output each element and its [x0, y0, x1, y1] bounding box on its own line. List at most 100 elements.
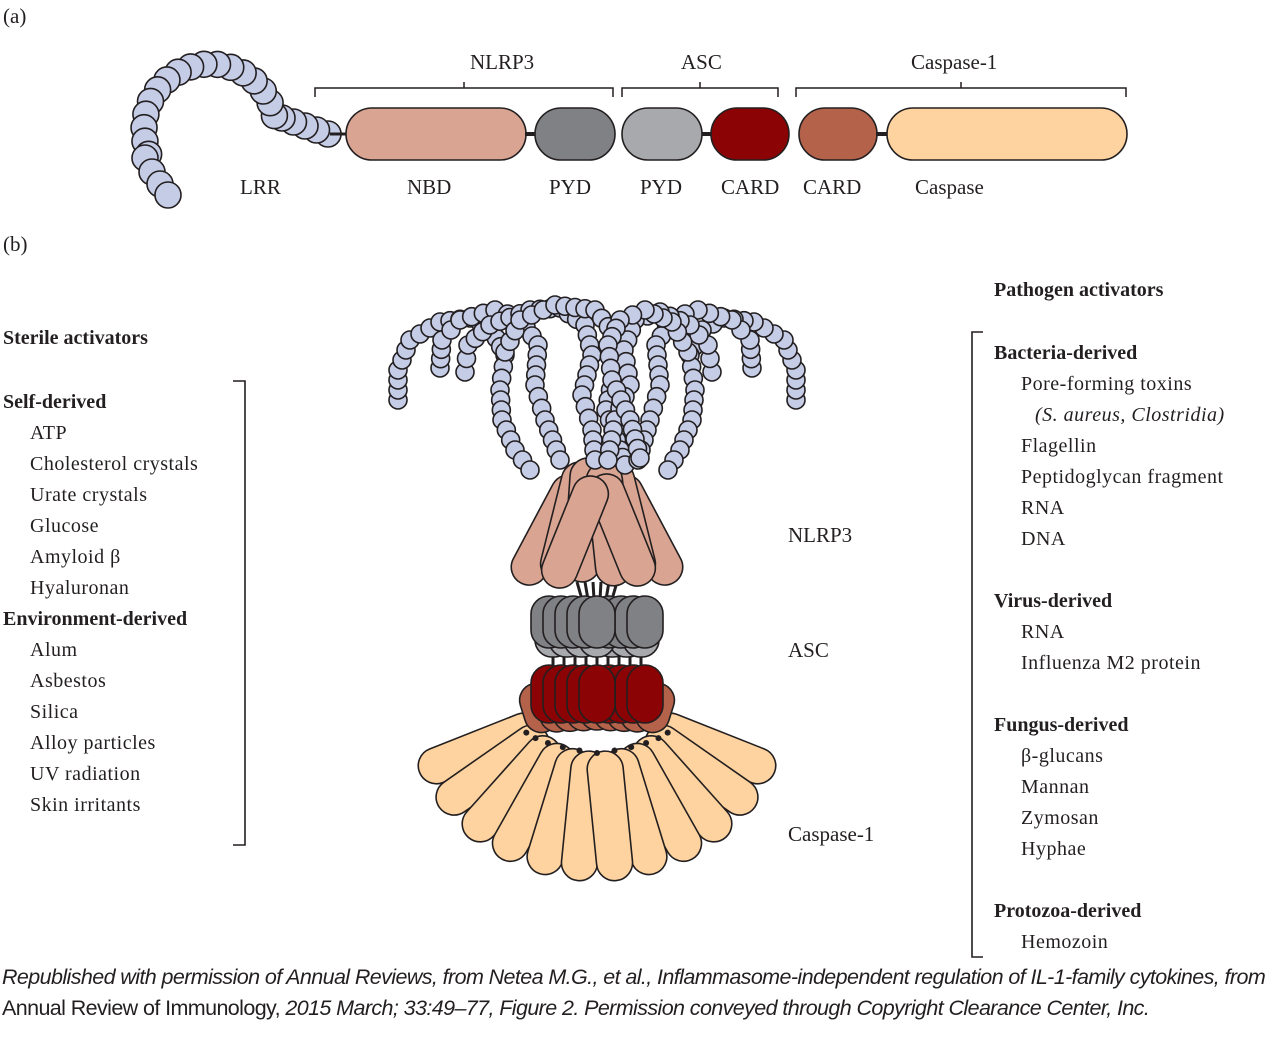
pathogen-activators-title: Pathogen activators — [994, 279, 1164, 301]
self-derived-title: Self-derived — [3, 391, 107, 413]
lrr-repeat — [598, 450, 618, 470]
caption-part2: 2015 March; 33:49–77, Figure 2. Permissi… — [279, 996, 1150, 1020]
list-item: β-glucans — [1021, 745, 1104, 767]
pathogen-bracket — [971, 331, 983, 958]
caspase1-fan — [417, 712, 777, 882]
linker — [594, 750, 600, 756]
list-item: Pore-forming toxins — [1021, 373, 1193, 395]
list-item: (S. aureus, Clostridia) — [1035, 404, 1225, 426]
list-item: Hyphae — [1021, 838, 1087, 860]
caspase-label: Caspase — [915, 175, 984, 199]
linker — [544, 739, 551, 746]
lrr-domain — [130, 50, 342, 209]
linker — [628, 744, 635, 751]
list-item: Urate crystals — [30, 484, 148, 506]
list-item: Alloy particles — [30, 732, 156, 754]
sterile-activators-list: Self-derived ATP Cholesterol crystals Ur… — [3, 387, 198, 821]
panel-b-inflammasome-complex — [388, 295, 806, 882]
caption-part1: Republished with permission of Annual Re… — [2, 965, 1266, 989]
fungus-derived-title: Fungus-derived — [994, 714, 1129, 736]
asc-bracket — [621, 82, 779, 97]
list-item: ATP — [30, 422, 68, 444]
lrr-tentacle — [628, 300, 762, 470]
asc-pyd-label: PYD — [640, 175, 683, 199]
complex-caspase1-label: Caspase-1 — [788, 822, 875, 846]
list-item: Zymosan — [1021, 807, 1099, 829]
list-item: Asbestos — [30, 670, 107, 692]
sterile-bracket — [233, 380, 246, 846]
list-item: Hyaluronan — [30, 577, 130, 599]
list-item: Hemozoin — [1021, 931, 1109, 953]
linker — [523, 729, 530, 736]
nlrp3-pyd — [626, 595, 664, 649]
caspase1-bracket — [795, 82, 1127, 97]
nlrp3-pyd-label: PYD — [549, 175, 592, 199]
linker — [664, 729, 671, 736]
asc-bracket-label: ASC — [681, 50, 722, 74]
complex-nlrp3-label: NLRP3 — [788, 523, 853, 547]
linker — [655, 735, 662, 742]
nbd-fan — [510, 457, 684, 589]
casp-card-domain — [798, 107, 878, 161]
environment-derived-title: Environment-derived — [3, 608, 188, 630]
nlrp3-bracket-label: NLRP3 — [470, 50, 535, 74]
nbd-domain — [540, 475, 610, 589]
sterile-activators-title: Sterile activators — [3, 327, 148, 349]
asc-card — [578, 664, 616, 724]
list-item: Mannan — [1021, 776, 1090, 798]
list-item: Amyloid β — [30, 546, 121, 568]
lrr-repeat — [520, 460, 540, 480]
list-item: RNA — [1021, 621, 1065, 643]
linker — [559, 744, 566, 751]
panel-a-domain-diagram — [130, 50, 1128, 209]
list-item: RNA — [1021, 497, 1065, 519]
lrr-repeat — [154, 181, 182, 209]
linker — [598, 581, 603, 597]
nlrp3-pyd — [578, 595, 616, 649]
lrr-tentacle — [598, 300, 698, 468]
bacteria-derived-title: Bacteria-derived — [994, 342, 1138, 364]
nlrp3-pyd-ring — [530, 595, 664, 649]
caption-journal: Annual Review of Immunology, — [2, 996, 281, 1020]
lrr-label: LRR — [240, 175, 281, 199]
linker — [591, 581, 596, 597]
asc-card — [626, 664, 664, 724]
list-item: DNA — [1021, 528, 1066, 550]
list-item: Peptidoglycan fragment — [1021, 466, 1224, 488]
virus-derived-title: Virus-derived — [994, 590, 1113, 612]
nlrp3-pyd-domain — [534, 107, 616, 161]
list-item: Skin irritants — [30, 794, 141, 816]
nbd-domain — [345, 107, 527, 161]
lrr-repeat — [630, 448, 650, 468]
lrr-tentacles — [388, 295, 806, 480]
linker — [532, 735, 539, 742]
nbd-label: NBD — [407, 175, 452, 199]
nlrp3-bracket — [314, 82, 614, 97]
protozoa-derived-title: Protozoa-derived — [994, 900, 1142, 922]
inflammasome-figure — [130, 50, 1128, 958]
linker — [583, 581, 589, 597]
list-item: Flagellin — [1021, 435, 1097, 457]
caspase1-bracket-label: Caspase-1 — [911, 50, 998, 74]
linker — [575, 581, 583, 597]
panel-a-label: (a) — [3, 4, 27, 28]
caspase-domain — [886, 107, 1128, 161]
asc-card-ring — [530, 664, 664, 724]
list-item: UV radiation — [30, 763, 141, 785]
asc-card-label: CARD — [721, 175, 780, 199]
linker — [576, 747, 583, 754]
asc-pyd-domain — [621, 107, 703, 161]
linker — [611, 747, 618, 754]
list-item: Influenza M2 protein — [1021, 652, 1201, 674]
lrr-repeat — [658, 460, 678, 480]
list-item: Cholesterol crystals — [30, 453, 199, 475]
complex-asc-label: ASC — [788, 638, 829, 662]
list-item: Glucose — [30, 515, 100, 537]
lrr-repeat — [550, 450, 570, 470]
casp-card-label: CARD — [803, 175, 862, 199]
caspase-domain — [586, 750, 634, 882]
linker — [643, 739, 650, 746]
asc-card-domain — [710, 107, 790, 161]
panel-b-label: (b) — [3, 232, 28, 256]
pathogen-activators-list: Bacteria-derived Pore-forming toxins (S.… — [994, 338, 1225, 958]
